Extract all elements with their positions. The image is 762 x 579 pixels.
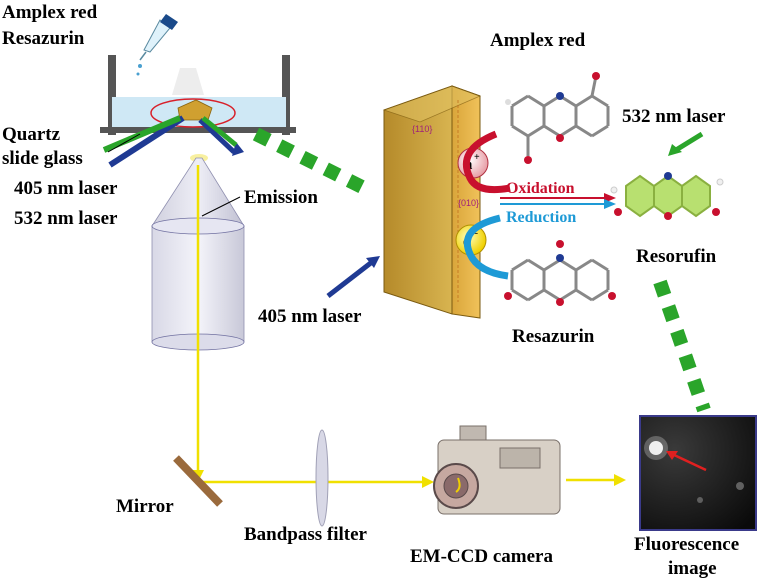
electron-charge: − xyxy=(472,228,478,240)
oxidation-curve-arrow xyxy=(462,130,511,194)
camera-icon xyxy=(433,425,561,515)
reduction-label: Reduction xyxy=(506,209,576,226)
laser-405-arrow-center xyxy=(326,260,374,298)
quartz-label-line1: Quartz xyxy=(2,124,61,145)
quartz-pointer xyxy=(107,133,141,153)
facet-010-label: {010} xyxy=(458,198,479,208)
oxidation-label: Oxidation xyxy=(506,180,575,197)
hole-charge: + xyxy=(474,152,480,163)
laser405-label-center: 405 nm laser xyxy=(258,306,362,327)
resorufin-label: Resorufin xyxy=(636,246,717,267)
amplex-red-label: Amplex red xyxy=(490,30,586,51)
image-link-dashed xyxy=(653,279,711,413)
fluor-label-line1: Fluorescence xyxy=(634,534,739,555)
focus-highlight-ellipse xyxy=(150,98,236,128)
resazurin-molecule xyxy=(504,240,616,306)
laser532-label-left: 532 nm laser xyxy=(14,208,118,229)
mirror-element xyxy=(173,455,223,507)
amplex-red-molecule xyxy=(505,72,610,164)
reagent-label-amplex: Amplex red xyxy=(2,2,98,23)
quartz-label-line2: slide glass xyxy=(2,148,83,169)
facet-110-label: {110} xyxy=(412,124,432,134)
reduction-curve-arrow xyxy=(463,214,509,280)
resazurin-label: Resazurin xyxy=(512,326,595,347)
laser-532-arrow-right xyxy=(674,131,704,153)
fluorescence-image xyxy=(639,415,757,531)
bandpass-label: Bandpass filter xyxy=(244,524,368,545)
zoom-link-dashed xyxy=(252,127,372,197)
laser-532-beam-in xyxy=(102,115,182,153)
laser-405-beam-in xyxy=(108,115,185,168)
excitation-cone-top xyxy=(172,68,204,95)
laser532-label-right: 532 nm laser xyxy=(622,106,726,127)
emission-pointer xyxy=(201,196,241,217)
mirror-label: Mirror xyxy=(116,496,174,517)
laser405-label-left: 405 nm laser xyxy=(14,178,118,199)
fluor-label-line2: image xyxy=(668,558,717,579)
bandpass-filter-lens xyxy=(315,429,329,527)
laser-405-beam-out xyxy=(198,118,236,154)
reagent-label-resazurin: Resazurin xyxy=(2,28,85,49)
camera-label: EM-CCD camera xyxy=(410,546,553,567)
emission-label: Emission xyxy=(244,187,318,208)
resorufin-molecule xyxy=(610,172,724,220)
laser-532-beam-out xyxy=(201,116,238,147)
pipette-icon xyxy=(136,14,178,76)
